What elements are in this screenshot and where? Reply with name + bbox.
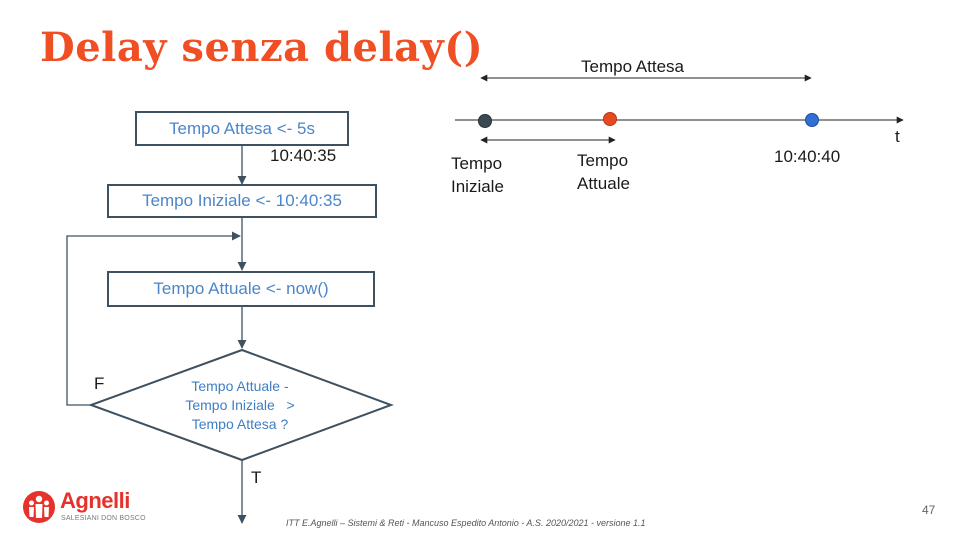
- slide-title: Delay senza delay(): [40, 24, 484, 71]
- false-label: F: [94, 374, 105, 393]
- logo-subtitle: SALESIANI DON BOSCO: [61, 515, 146, 522]
- label-line: Tempo: [577, 151, 629, 170]
- page-number: 47: [922, 503, 936, 517]
- span-label: Tempo Attesa: [581, 57, 685, 76]
- point-start: [478, 114, 492, 128]
- label-line: Tempo: [451, 154, 503, 173]
- decision-diamond: [88, 348, 394, 462]
- point-start-label: Tempo Iniziale: [451, 152, 504, 198]
- salesiani-emblem-icon: [23, 491, 55, 523]
- point-end-label: 10:40:40: [774, 147, 841, 166]
- box-set-wait-time: Tempo Attesa <- 5s: [135, 111, 349, 146]
- decision-line: Tempo Attuale -: [191, 378, 289, 394]
- axis-label: t: [895, 127, 900, 146]
- label-line: Iniziale: [451, 177, 504, 196]
- point-current-label: Tempo Attuale: [577, 149, 630, 195]
- decision-text: Tempo Attuale - Tempo Iniziale > Tempo A…: [150, 377, 330, 434]
- footer-text: ITT E.Agnelli – Sistemi & Reti - Mancuso…: [286, 518, 646, 528]
- point-end: [805, 113, 819, 127]
- decision-line: Tempo Attesa ?: [191, 416, 289, 432]
- label-line: Attuale: [577, 174, 630, 193]
- logo-name: Agnelli: [60, 488, 130, 513]
- box-set-current-time: Tempo Attuale <- now(): [107, 271, 375, 307]
- agnelli-logo: Agnelli SALESIANI DON BOSCO: [22, 488, 146, 528]
- decision-line: Tempo Iniziale >: [185, 397, 295, 413]
- loop-back-line: [66, 231, 241, 406]
- true-label: T: [251, 468, 262, 487]
- point-current: [603, 112, 617, 126]
- wait-time-note: 10:40:35: [270, 146, 337, 165]
- box-set-start-time: Tempo Iniziale <- 10:40:35: [107, 184, 377, 218]
